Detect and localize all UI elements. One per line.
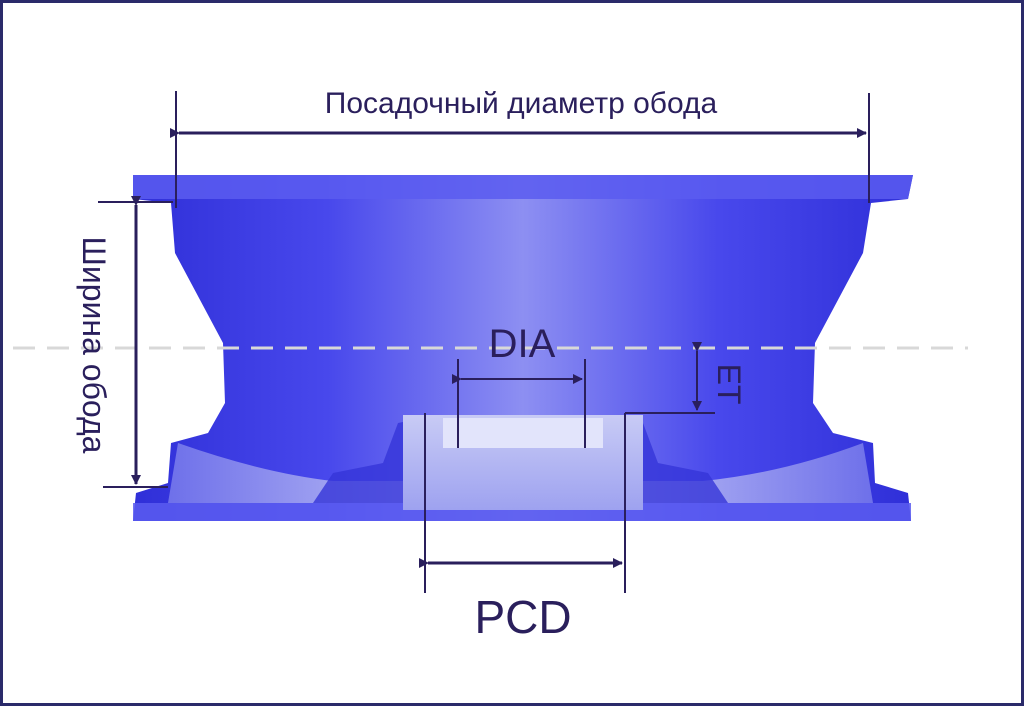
hub-bore [443,418,603,448]
dia-dimension: DIA [452,322,586,448]
rim-diameter-label: Посадочный диаметр обода [325,87,718,120]
pcd-dimension: PCD [419,413,626,643]
rim-top-flange [133,175,913,199]
rim-bottom-flange [133,503,911,521]
pcd-label: PCD [474,591,571,643]
rim-width-dimension: Ширина обода [76,196,173,488]
hub-right-spoke [621,418,728,503]
dia-label: DIA [489,322,556,366]
hub-left-spoke [313,418,423,503]
et-dimension: ET [625,342,747,414]
wheel-rim-diagram: Посадочный диаметр обода Ширина обода DI… [13,87,968,643]
et-label: ET [711,364,747,405]
rim-diameter-dimension: Посадочный диаметр обода [170,87,870,208]
rim-width-label: Ширина обода [76,237,112,454]
